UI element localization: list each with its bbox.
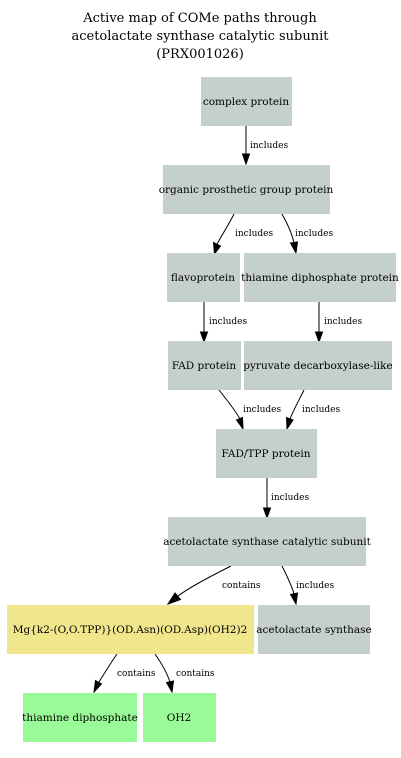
node-label: OH2 xyxy=(167,712,191,724)
node-label: complex protein xyxy=(203,96,290,108)
node-label: thiamine diphosphate xyxy=(22,712,138,724)
node-acetolactate-synthase-catalytic-subunit[interactable]: acetolactate synthase catalytic subunit xyxy=(163,517,372,566)
node-organic-prosthetic-group-protein[interactable]: organic prosthetic group protein xyxy=(159,165,334,214)
node-thiamine-diphosphate[interactable]: thiamine diphosphate xyxy=(22,693,138,742)
arrowhead xyxy=(314,331,324,344)
title-line-3: (PRX001026) xyxy=(156,47,244,62)
node-fad-protein[interactable]: FAD protein xyxy=(168,341,241,390)
edge-complex-to-organic: includes xyxy=(241,126,288,166)
diagram-title: Active map of COMe paths through acetola… xyxy=(71,11,329,62)
edge-line xyxy=(154,653,171,683)
node-box xyxy=(244,341,392,390)
node-label: FAD/TPP protein xyxy=(222,448,311,460)
edge-line xyxy=(281,565,295,595)
edge-label: contains xyxy=(222,581,261,591)
edge-line xyxy=(177,565,232,597)
node-complex-protein[interactable]: complex protein xyxy=(201,77,292,126)
title-line-1: Active map of COMe paths through xyxy=(82,11,317,26)
node-fad-tpp-protein[interactable]: FAD/TPP protein xyxy=(216,429,317,478)
node-label: acetolactate synthase catalytic subunit xyxy=(163,536,371,548)
edge-line xyxy=(289,389,305,420)
node-label: acetolactate synthase xyxy=(256,624,372,636)
arrowhead xyxy=(262,507,272,520)
edge-label: includes xyxy=(235,229,273,239)
edge-label: includes xyxy=(271,493,309,503)
edge-organic-to-thiamine-protein: includes xyxy=(281,213,333,255)
node-box xyxy=(258,605,370,654)
node-label: Mg{k2-(O,O.TPP)}(OD.Asn)(OD.Asp)(OH2)2 xyxy=(13,624,248,636)
title-line-2: acetolactate synthase catalytic subunit xyxy=(71,29,329,44)
edge-label: includes xyxy=(243,405,281,415)
node-label: pyruvate decarboxylase-like xyxy=(243,360,392,372)
edge-label: includes xyxy=(209,317,247,327)
arrowhead xyxy=(289,592,299,606)
arrowhead xyxy=(199,331,209,344)
edge-flavoprotein-to-fad: includes xyxy=(199,302,247,344)
edge-fadtpp-to-als-catalytic: includes xyxy=(262,478,309,520)
edge-label: includes xyxy=(250,141,288,151)
node-box xyxy=(168,341,241,390)
edge-als-catalytic-to-mg: contains xyxy=(166,565,261,605)
node-box xyxy=(143,693,216,742)
arrowhead xyxy=(165,680,175,694)
node-box xyxy=(23,693,137,742)
node-label: thiamine diphosphate protein xyxy=(241,272,399,284)
node-layer: complex protein organic prosthetic group… xyxy=(7,77,399,742)
edge-pyruvate-to-fadtpp: includes xyxy=(285,389,340,431)
node-label: flavoprotein xyxy=(171,272,235,284)
edge-label: includes xyxy=(295,229,333,239)
node-pyruvate-decarboxylase-like[interactable]: pyruvate decarboxylase-like xyxy=(243,341,393,390)
node-box xyxy=(244,253,396,302)
edge-label: includes xyxy=(324,317,362,327)
arrowhead xyxy=(166,592,182,605)
node-box xyxy=(216,429,317,478)
edge-line xyxy=(98,653,118,683)
edge-label: contains xyxy=(117,669,156,679)
arrowhead xyxy=(212,241,222,256)
arrowhead xyxy=(235,416,244,431)
edge-line xyxy=(216,213,235,245)
node-box xyxy=(7,605,254,654)
node-oh2[interactable]: OH2 xyxy=(143,693,216,742)
edge-label: includes xyxy=(296,581,334,591)
edge-label: includes xyxy=(302,405,340,415)
edge-line xyxy=(281,213,295,244)
node-box xyxy=(163,165,330,214)
node-flavoprotein[interactable]: flavoprotein xyxy=(167,253,240,302)
edge-mg-to-thiamine-diphosphate: contains xyxy=(93,653,156,694)
edge-als-catalytic-to-als: includes xyxy=(281,565,334,606)
arrowhead xyxy=(241,153,251,166)
node-thiamine-diphosphate-protein[interactable]: thiamine diphosphate protein xyxy=(241,253,399,302)
edge-label: contains xyxy=(176,669,215,679)
node-box xyxy=(168,517,366,566)
edge-organic-to-flavoprotein: includes xyxy=(212,213,273,256)
edge-fad-to-fadtpp: includes xyxy=(218,389,281,431)
node-label: organic prosthetic group protein xyxy=(159,184,334,196)
edge-layer: includes includes includes includes incl… xyxy=(93,126,362,694)
edge-mg-to-oh2: contains xyxy=(154,653,215,694)
node-box xyxy=(201,77,292,126)
node-acetolactate-synthase[interactable]: acetolactate synthase xyxy=(256,605,372,654)
arrowhead xyxy=(285,416,294,431)
node-box xyxy=(167,253,240,302)
arrowhead xyxy=(289,241,299,255)
edge-thiamine-to-pyruvate: includes xyxy=(314,302,362,344)
node-mg-complex[interactable]: Mg{k2-(O,O.TPP)}(OD.Asn)(OD.Asp)(OH2)2 xyxy=(7,605,254,654)
node-label: FAD protein xyxy=(172,360,237,372)
edge-line xyxy=(218,389,241,420)
arrowhead xyxy=(93,679,103,694)
